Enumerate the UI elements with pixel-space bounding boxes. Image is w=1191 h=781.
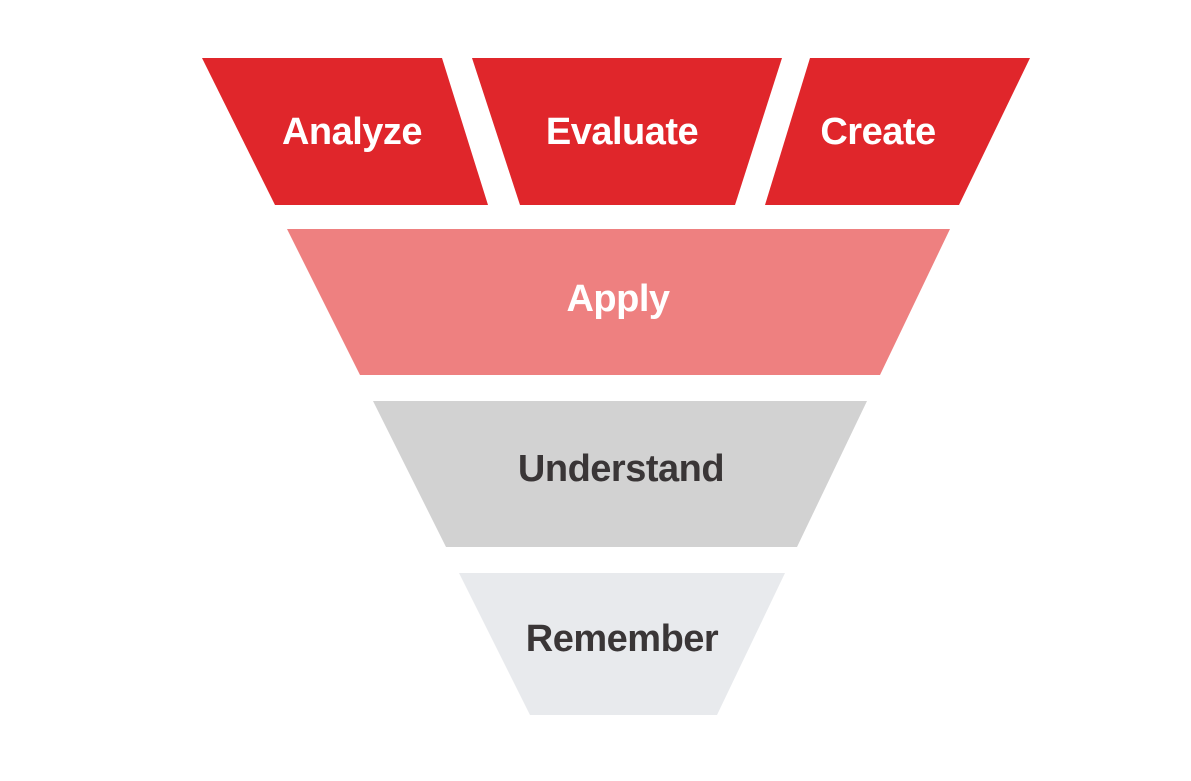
segment-evaluate [472,58,782,205]
segment-create [765,58,1030,205]
label-create: Create [820,111,935,153]
segment-apply [287,229,950,375]
label-analyze: Analyze [282,111,422,153]
label-evaluate: Evaluate [546,111,698,153]
label-understand: Understand [518,448,724,490]
segment-remember [459,573,785,715]
label-apply: Apply [566,278,669,320]
label-remember: Remember [526,618,719,660]
segment-understand [373,401,867,547]
segment-analyze [202,58,488,205]
